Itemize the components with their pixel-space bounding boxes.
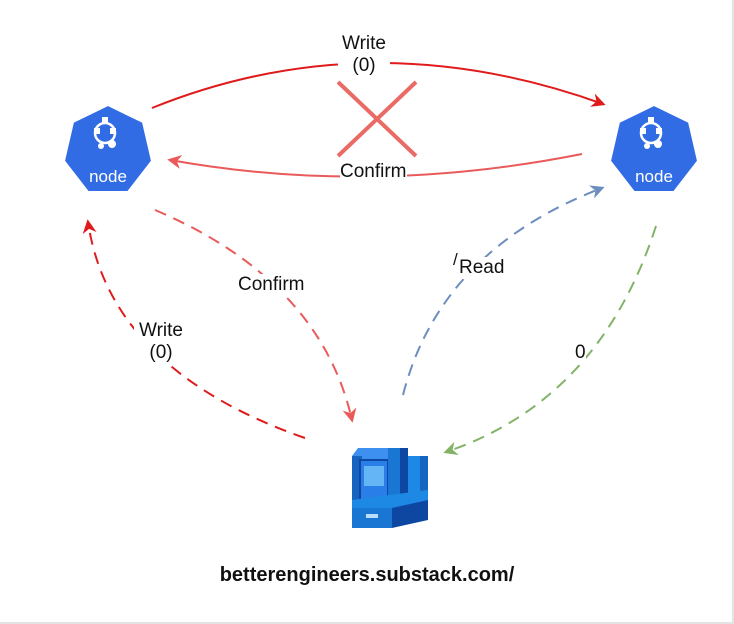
kubernetes-node-icon	[608, 103, 700, 193]
node-left: node	[62, 103, 154, 193]
frame-edge-right	[732, 0, 734, 624]
kubernetes-node-icon	[62, 103, 154, 193]
label-read: Read	[459, 257, 505, 279]
failed-cross-icon	[336, 80, 418, 158]
node-left-label: node	[89, 167, 127, 186]
zero-arrow-dashed	[443, 225, 657, 456]
label-zero: 0	[575, 342, 586, 364]
node-right-label: node	[635, 167, 673, 186]
frame-edge-bottom	[0, 622, 734, 624]
label-confirm-mid: Confirm	[238, 274, 305, 296]
footer-url: betterengineers.substack.com/	[219, 564, 515, 586]
read-arrow-dashed	[402, 185, 605, 396]
label-write-left: Write (0)	[134, 320, 188, 364]
label-write-top: Write (0)	[338, 33, 390, 77]
node-right: node	[608, 103, 700, 193]
confirm-arrow-dashed	[154, 209, 357, 423]
storage-server-icon	[352, 448, 428, 528]
label-read-caret: /	[453, 250, 458, 269]
label-write-top-line1: Write	[342, 33, 386, 54]
label-write-top-line2: (0)	[352, 55, 376, 76]
write-arrow-dashed	[82, 219, 306, 439]
label-write-left-line1: Write	[139, 320, 183, 341]
label-confirm-top: Confirm	[340, 161, 407, 183]
label-write-left-line2: (0)	[149, 342, 173, 363]
